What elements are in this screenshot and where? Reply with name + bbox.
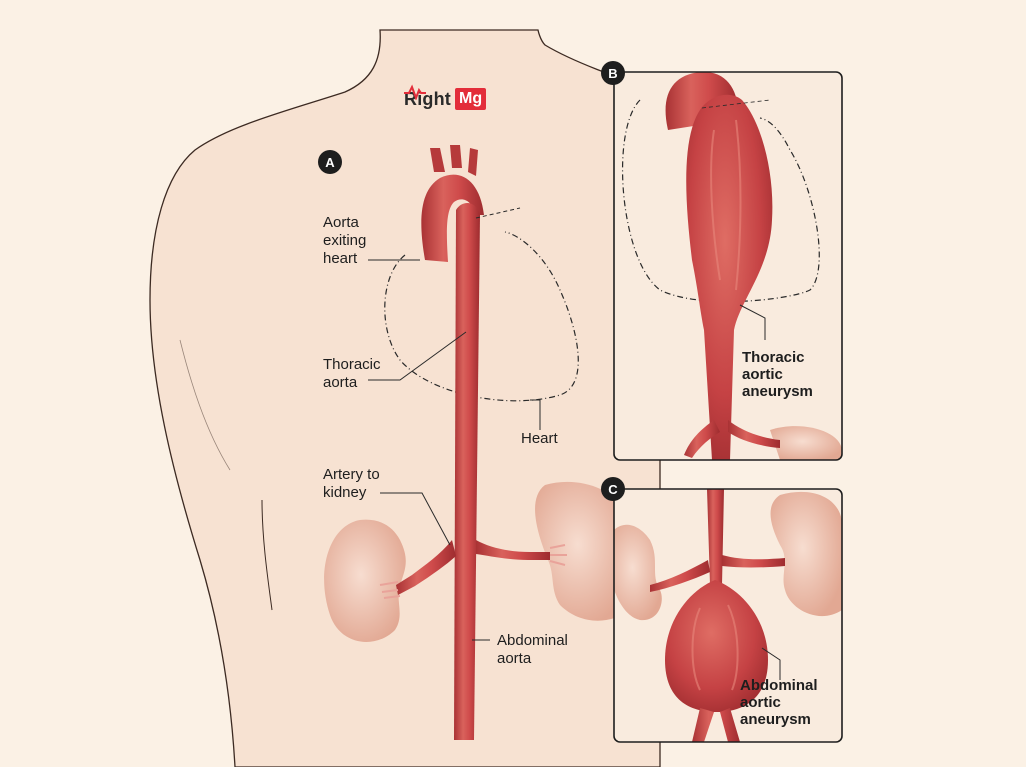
panel-b-marker: B bbox=[601, 61, 625, 85]
panel-c-marker: C bbox=[601, 477, 625, 501]
panel-b-content bbox=[614, 72, 842, 460]
aorta-main bbox=[379, 145, 567, 740]
panel-b-frame bbox=[613, 71, 843, 461]
brand-logo: Right Mg bbox=[404, 84, 487, 114]
heartbeat-icon bbox=[404, 84, 426, 100]
heart-outline bbox=[384, 231, 579, 402]
logo-badge: Mg bbox=[454, 88, 487, 110]
label-aorta-exiting-heart: Aorta exiting heart bbox=[323, 214, 367, 267]
label-heart: Heart bbox=[521, 430, 558, 447]
label-abdominal-aorta: Abdominal aorta bbox=[497, 632, 568, 667]
logo-text: Right bbox=[404, 88, 451, 109]
torso-outline bbox=[149, 29, 661, 767]
label-abdominal-aortic-aneurysm: Abdominal aortic aneurysm bbox=[740, 677, 818, 728]
label-thoracic-aorta: Thoracic aorta bbox=[323, 356, 381, 391]
panel-c-frame bbox=[613, 488, 843, 743]
label-artery-to-kidney: Artery to kidney bbox=[323, 466, 380, 501]
right-kidney bbox=[535, 481, 630, 621]
arm-line bbox=[179, 339, 231, 471]
leader-lines-a bbox=[368, 207, 541, 641]
shoulder-line bbox=[261, 499, 273, 611]
left-kidney bbox=[324, 519, 406, 642]
panel-a-marker: A bbox=[318, 150, 342, 174]
label-thoracic-aortic-aneurysm: Thoracic aortic aneurysm bbox=[742, 349, 813, 400]
panel-c-content bbox=[614, 489, 842, 742]
